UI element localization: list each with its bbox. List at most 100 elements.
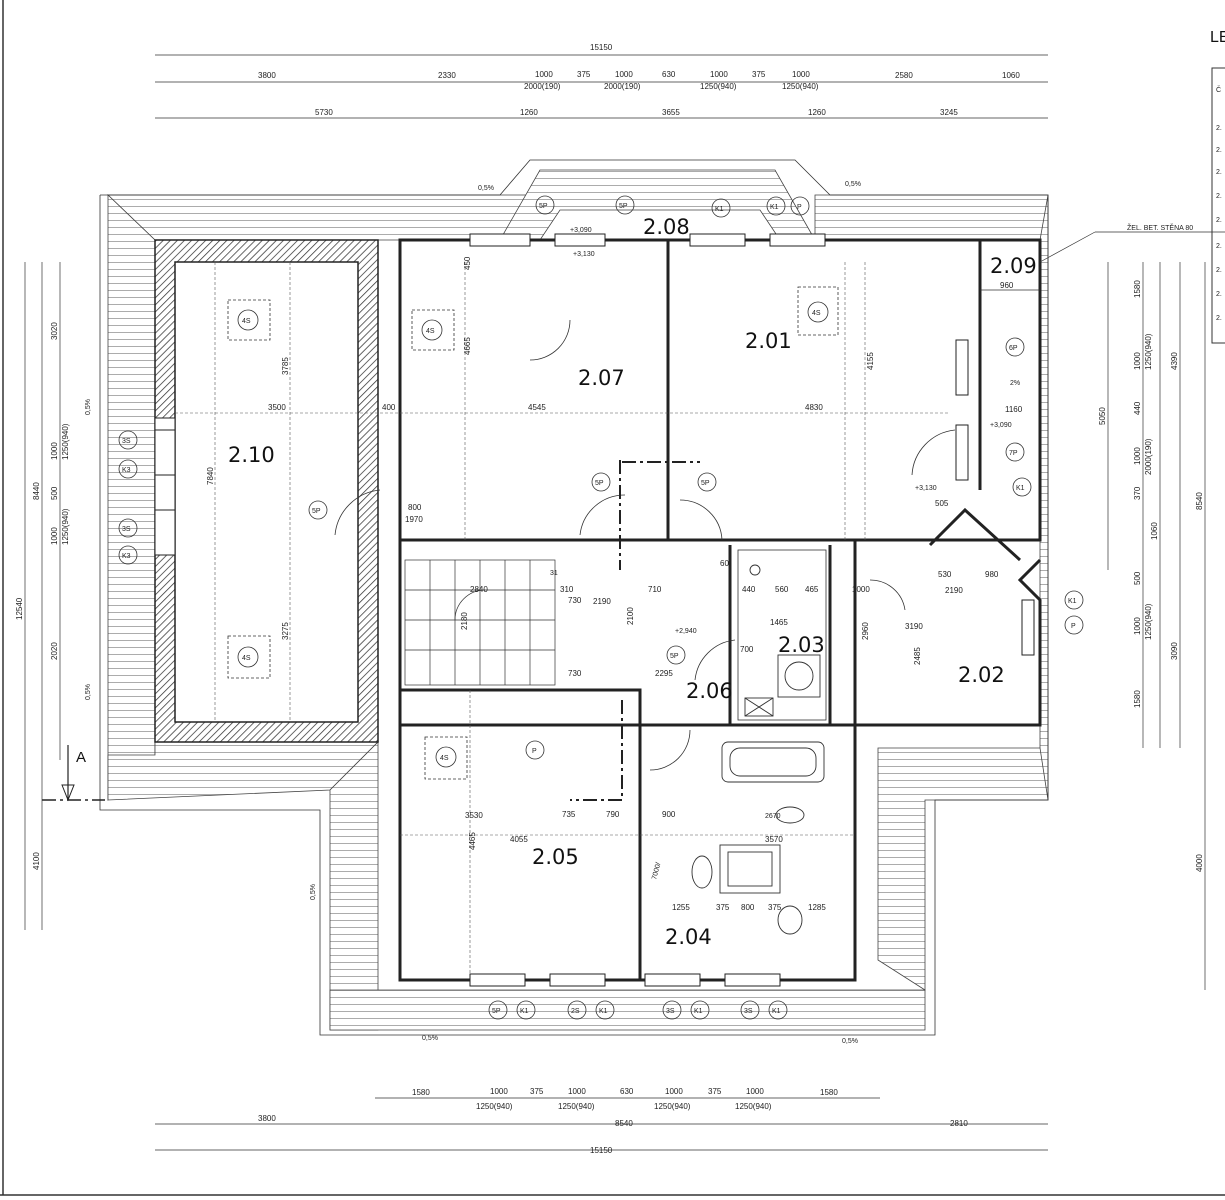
dim-right-11: 500 bbox=[1133, 571, 1142, 585]
tag-19: 5P bbox=[701, 480, 710, 487]
tag-31: P bbox=[532, 748, 537, 755]
dim-right-4: 440 bbox=[1133, 401, 1142, 415]
tag-0: 4S bbox=[242, 318, 251, 325]
dim-top-sub-0: 2000(190) bbox=[524, 82, 561, 91]
dim-bot-r1-4: 630 bbox=[620, 1087, 634, 1096]
tag-3: 4S bbox=[440, 755, 449, 762]
tag-18: 5P bbox=[595, 480, 604, 487]
chimney-boxes bbox=[227, 286, 839, 780]
dim-top-r3-0: 5730 bbox=[315, 108, 333, 117]
room-label-2-07: 2.07 bbox=[578, 366, 625, 390]
tag-25: 3S bbox=[666, 1008, 675, 1015]
dim-right-10: 8540 bbox=[1195, 492, 1204, 510]
dim-right-1: 1000 bbox=[1133, 352, 1142, 370]
wall-note-text: ŽEL. BET. STĚNA 80 bbox=[1127, 223, 1193, 232]
room-labels: 2.01 2.02 2.03 2.04 2.05 2.06 2.07 2.08 … bbox=[228, 215, 1037, 949]
dim-bot-r1-0: 1580 bbox=[412, 1088, 430, 1097]
dim-right-16: 4000 bbox=[1195, 854, 1204, 872]
tag-26: 3S bbox=[744, 1008, 753, 1015]
dim-bot-sub-1: 1250(940) bbox=[558, 1102, 595, 1111]
dim-left-1: 8440 bbox=[32, 482, 41, 500]
dim-top-overall: 15150 bbox=[590, 43, 613, 52]
inner-dim-38: 800 bbox=[408, 503, 422, 512]
inner-dim-11: 3570 bbox=[765, 835, 783, 844]
windows bbox=[154, 233, 1035, 987]
slope-mark-2: 0,5% bbox=[85, 399, 92, 415]
legend-row-6: 2. bbox=[1216, 243, 1222, 250]
inner-dim-3: 7840 bbox=[206, 467, 215, 485]
inner-dim-14: 800 bbox=[741, 903, 755, 912]
dim-left-0: 12540 bbox=[15, 597, 24, 620]
inner-dim-4: 3275 bbox=[281, 622, 290, 640]
inner-dim-0: 3500 bbox=[268, 403, 286, 412]
dim-top-r3-2: 3655 bbox=[662, 108, 680, 117]
dim-left-2: 4100 bbox=[32, 852, 41, 870]
slope-marks: 0,5% 0,5% 0,5% 0,5% 0,5% 0,5% 0,5% 2% bbox=[85, 181, 1020, 1045]
tag-27: 3S bbox=[122, 438, 131, 445]
inner-dim-8: 4155 bbox=[866, 352, 875, 370]
dim-right-15: 1580 bbox=[1133, 690, 1142, 708]
dim-top-r2-1: 2330 bbox=[438, 71, 456, 80]
room-label-2-06: 2.06 bbox=[686, 679, 733, 703]
top-dimensions: 15150 3800 2330 1000 375 1000 630 1000 3… bbox=[258, 43, 1020, 117]
dim-bot-r1-1: 1000 bbox=[490, 1087, 508, 1096]
dim-top-r3-3: 1260 bbox=[808, 108, 826, 117]
dim-bot-overall: 15150 bbox=[590, 1146, 613, 1155]
dim-top-r2-6: 1000 bbox=[710, 70, 728, 79]
room-label-2-10: 2.10 bbox=[228, 443, 275, 467]
tag-28: 3S bbox=[122, 526, 131, 533]
inner-dim-24: 2190 bbox=[945, 586, 963, 595]
inner-dim-33: 2190 bbox=[593, 597, 611, 606]
section-marker-label: A bbox=[76, 749, 86, 766]
legend-title: LE bbox=[1210, 29, 1225, 46]
dim-bot-r1-2: 375 bbox=[530, 1087, 544, 1096]
dim-top-r2-3: 375 bbox=[577, 70, 591, 79]
legend-row-9: 2. bbox=[1216, 315, 1222, 322]
dim-bot-r2-2: 2810 bbox=[950, 1119, 968, 1128]
inner-dim-32: 1000 bbox=[852, 585, 870, 594]
dim-left-3: 3020 bbox=[50, 322, 59, 340]
stair bbox=[404, 559, 556, 686]
tag-10: K1 bbox=[599, 1008, 608, 1015]
inner-dim-42: 730 bbox=[568, 596, 582, 605]
roof-eaves bbox=[107, 169, 1049, 1031]
tag-21: 5P bbox=[492, 1008, 501, 1015]
dim-bot-r1-6: 375 bbox=[708, 1087, 722, 1096]
dim-top-r3-4: 3245 bbox=[940, 108, 958, 117]
dim-right-7: 5050 bbox=[1098, 407, 1107, 425]
section-dashdot-lines bbox=[42, 460, 700, 801]
inner-dim-20: 980 bbox=[985, 570, 999, 579]
legend: LE Č 2. 2. 2. 2. 2. 2. 2. 2. 2. bbox=[1210, 29, 1225, 322]
dim-right-3: 4390 bbox=[1170, 352, 1179, 370]
inner-dim-23: 1465 bbox=[770, 618, 788, 627]
level-mark-1: +3,130 bbox=[573, 251, 595, 258]
tag-9: K1 bbox=[520, 1008, 529, 1015]
dimension-lines bbox=[24, 54, 1206, 1151]
dim-left-7: 1000 bbox=[50, 527, 59, 545]
dim-right-6: 2000(190) bbox=[1144, 438, 1153, 475]
inner-dim-37: 1970 bbox=[405, 515, 423, 524]
tag-16: 5P bbox=[619, 203, 628, 210]
left-dimensions: 12540 8440 4100 3020 1000 1250(940) 500 … bbox=[15, 322, 70, 870]
dim-bot-r2-1: 8540 bbox=[615, 1119, 633, 1128]
inner-dim-26: 730 bbox=[568, 669, 582, 678]
room-label-2-05: 2.05 bbox=[532, 845, 579, 869]
inner-dim-36: 700 bbox=[740, 645, 754, 654]
bathroom-fixtures bbox=[691, 564, 825, 935]
dim-bot-r1-5: 1000 bbox=[665, 1087, 683, 1096]
inner-dim-17: 960 bbox=[1000, 281, 1014, 290]
dim-top-r2-10: 1060 bbox=[1002, 71, 1020, 80]
ceiling-slope-lines bbox=[175, 262, 950, 975]
inner-dim-46: 505 bbox=[935, 499, 949, 508]
dim-bot-sub-0: 1250(940) bbox=[476, 1102, 513, 1111]
inner-dim-13: 375 bbox=[716, 903, 730, 912]
tag-11: K1 bbox=[694, 1008, 703, 1015]
inner-dim-35: 900 bbox=[662, 810, 676, 819]
room-label-2-04: 2.04 bbox=[665, 925, 712, 949]
inner-dim-9: 4055 bbox=[510, 835, 528, 844]
tag-29: P bbox=[797, 204, 802, 211]
dim-left-9: 2020 bbox=[50, 642, 59, 660]
level-marks: +3,090 +3,130 +2,940 +3,090 +3,130 2670 bbox=[570, 227, 1012, 820]
legend-row-0: Č bbox=[1216, 85, 1221, 94]
